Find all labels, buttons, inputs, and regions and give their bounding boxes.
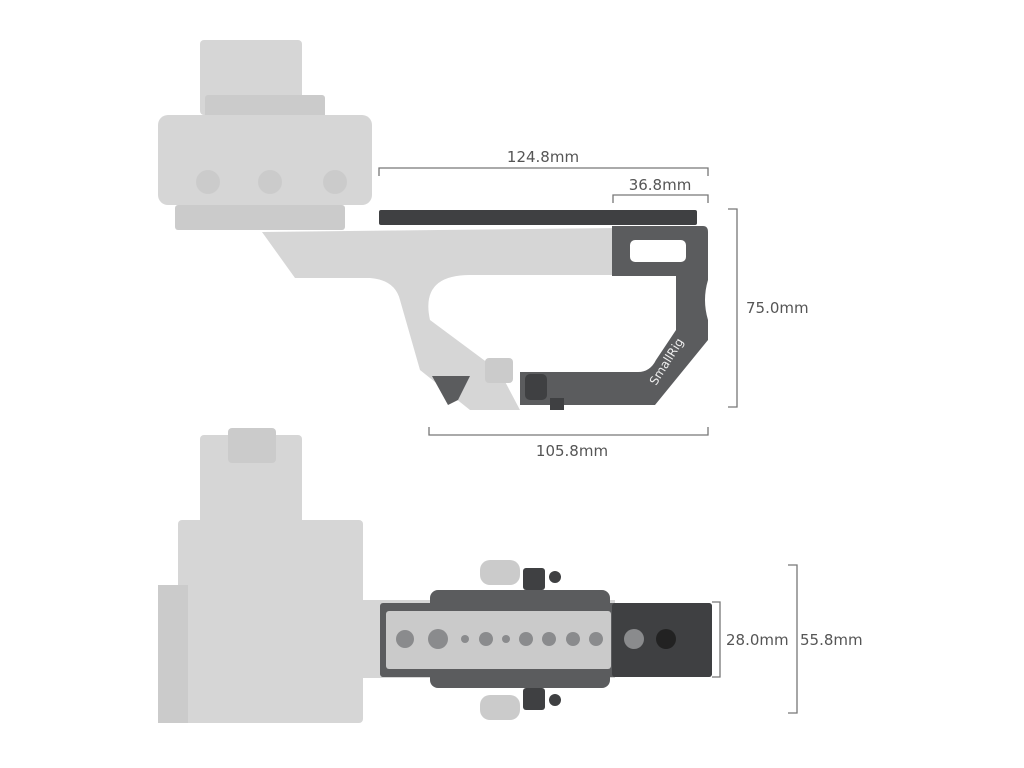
dimension-top-section: 36.8mm — [612, 176, 709, 203]
dimension-plate-width: 28.0mm — [712, 601, 789, 678]
dimension-label-28-0: 28.0mm — [726, 631, 789, 649]
ghost-camera-handle — [262, 228, 615, 410]
dimension-overall-width: 55.8mm — [788, 564, 863, 714]
mounting-holes — [396, 629, 676, 649]
top-view: 28.0mm 55.8mm — [158, 428, 863, 723]
dimension-label-55-8: 55.8mm — [800, 631, 863, 649]
dimension-label-124-8: 124.8mm — [507, 148, 579, 166]
dimension-label-36-8: 36.8mm — [629, 176, 692, 194]
dimension-bottom-length: 105.8mm — [428, 427, 709, 460]
ghost-xlr-unit — [158, 40, 372, 230]
dimension-label-75-0: 75.0mm — [746, 299, 809, 317]
top-handle-plate — [380, 568, 712, 710]
dimension-label-105-8: 105.8mm — [536, 442, 608, 460]
dimension-overall-length: 124.8mm — [378, 148, 709, 176]
dimension-height: 75.0mm — [728, 208, 809, 408]
top-handle-grip: SmallRig — [379, 210, 708, 410]
side-view: SmallRig 124.8mm 36.8mm 75.0mm 105.8mm — [158, 40, 809, 460]
